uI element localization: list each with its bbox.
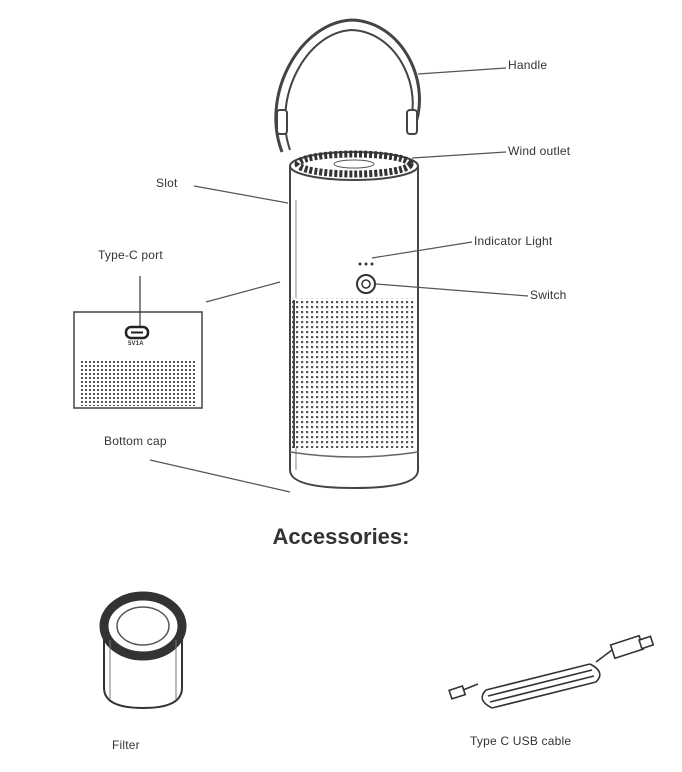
label-indicator-light: Indicator Light — [474, 234, 553, 248]
label-wind-outlet: Wind outlet — [508, 144, 571, 158]
handle-drawing — [274, 18, 421, 153]
air-intake-mesh — [292, 298, 416, 448]
label-filter: Filter — [112, 738, 140, 752]
label-switch: Switch — [530, 288, 567, 302]
label-bottom-cap: Bottom cap — [104, 434, 167, 448]
bottom-cap-drawing — [289, 451, 419, 458]
filter-drawing — [99, 591, 187, 710]
inset-port-text: 5V1A — [128, 341, 144, 347]
label-type-c-port: Type-C port — [98, 248, 163, 262]
label-slot: Slot — [156, 176, 178, 190]
leader-lines — [149, 67, 529, 493]
label-handle: Handle — [508, 58, 548, 72]
wind-outlet-grille — [294, 150, 414, 178]
accessories-heading: Accessories: — [272, 524, 410, 549]
type-c-inset — [73, 276, 203, 409]
usb-cable-drawing — [448, 634, 655, 709]
purifier-body — [289, 150, 419, 490]
indicator-light-dots — [358, 262, 374, 266]
label-usb-cable: Type C USB cable — [470, 734, 572, 748]
